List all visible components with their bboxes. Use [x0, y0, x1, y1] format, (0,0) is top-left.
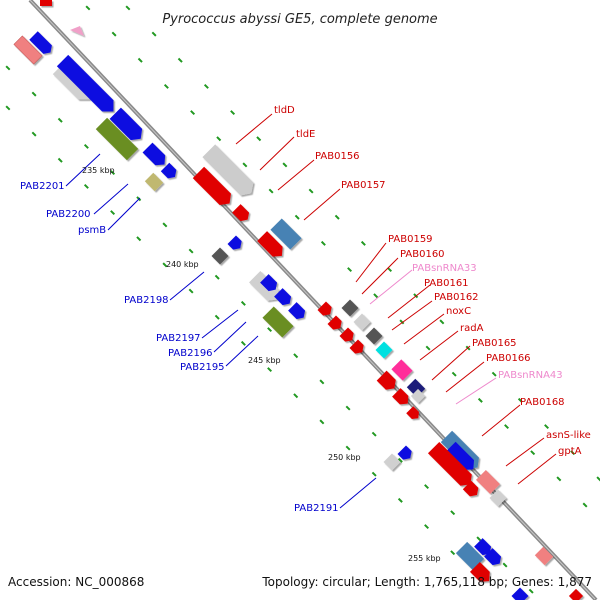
- tick-label: 240 kbp: [166, 260, 199, 269]
- tick-label: 245 kbp: [248, 356, 281, 365]
- gene-block-255: [455, 538, 584, 600]
- reverse-leader-lines: [65, 153, 377, 509]
- forward-leader-lines: [235, 113, 557, 485]
- gene-block-240: [211, 235, 242, 265]
- tick-label: 235 kbp: [82, 166, 115, 175]
- gene-label-PAB0168[interactable]: PAB0168: [520, 397, 565, 408]
- gene-label-PAB0165[interactable]: PAB0165: [472, 338, 517, 349]
- gene-label-PAB2200[interactable]: PAB2200: [46, 209, 91, 220]
- gene-label-radA[interactable]: radA: [460, 323, 484, 334]
- gene-label-asnS-like[interactable]: asnS-like: [546, 430, 591, 441]
- kbp-tick-labels: 235 kbp 240 kbp 245 kbp 250 kbp 255 kbp: [82, 166, 441, 563]
- forward-gene-labels: tldD tldE PAB0156 PAB0157 PAB0159 PAB016…: [274, 105, 591, 457]
- gene-label-noxC[interactable]: noxC: [446, 306, 471, 317]
- gene-label-PAB0159[interactable]: PAB0159: [388, 234, 433, 245]
- gene-label-PABsnRNA33[interactable]: PABsnRNA33: [412, 263, 477, 274]
- gene-label-PAB2195[interactable]: PAB2195: [180, 362, 225, 373]
- topology-text: Topology: circular; Length: 1,765,118 bp…: [261, 575, 592, 589]
- gene-label-psmB[interactable]: psmB: [78, 225, 106, 236]
- gene-label-tldE[interactable]: tldE: [296, 129, 315, 140]
- gene-label-PAB0166[interactable]: PAB0166: [486, 353, 531, 364]
- gene-label-gptA[interactable]: gptA: [558, 446, 582, 457]
- gene-label-PAB0156[interactable]: PAB0156: [315, 151, 360, 162]
- partial-features-top: [40, 0, 84, 36]
- gene-label-PAB2197[interactable]: PAB2197: [156, 333, 201, 344]
- tick-label: 250 kbp: [328, 453, 361, 462]
- tick-label: 255 kbp: [408, 554, 441, 563]
- gene-block-235: [13, 31, 177, 192]
- gene-label-PAB0160[interactable]: PAB0160: [400, 249, 445, 260]
- gene-block-250: [383, 430, 507, 507]
- gene-block-245: [249, 271, 306, 338]
- accession-text: Accession: NC_000868: [8, 575, 144, 589]
- gene-label-PAB2201[interactable]: PAB2201: [20, 181, 65, 192]
- gene-label-tldD[interactable]: tldD: [274, 105, 295, 116]
- gene-label-PAB2198[interactable]: PAB2198: [124, 295, 169, 306]
- map-title: Pyrococcus abyssi GE5, complete genome: [162, 12, 437, 27]
- gene-label-PAB2191[interactable]: PAB2191: [294, 503, 339, 514]
- gene-label-PAB0161[interactable]: PAB0161: [424, 278, 469, 289]
- gene-label-PAB0162[interactable]: PAB0162: [434, 292, 479, 303]
- gene-label-PAB2196[interactable]: PAB2196: [168, 348, 213, 359]
- rna-leader-lines: [369, 269, 497, 405]
- gene-label-PAB0157[interactable]: PAB0157: [341, 180, 386, 191]
- gene-block-tld: [192, 144, 302, 257]
- reverse-gene-labels: PAB2201 PAB2200 psmB PAB2198 PAB2197 PAB…: [20, 181, 339, 514]
- gene-label-PABsnRNA43[interactable]: PABsnRNA43: [498, 370, 563, 381]
